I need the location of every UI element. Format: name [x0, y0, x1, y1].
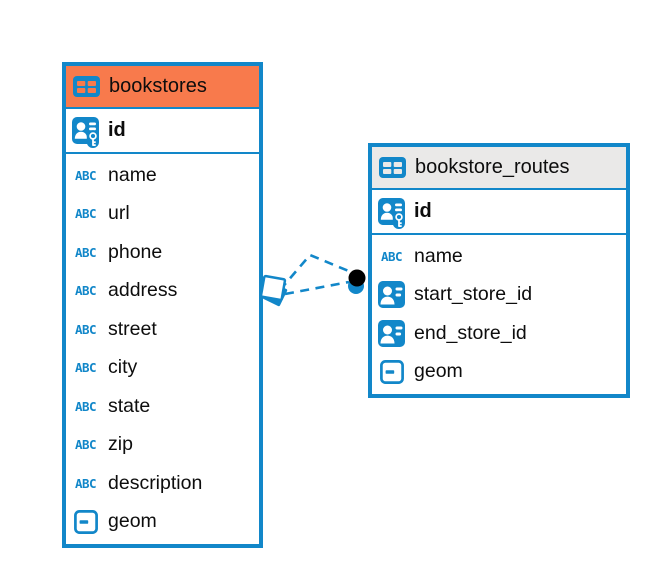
column-label: name: [414, 244, 463, 267]
column-label: name: [108, 163, 157, 186]
column-row-city[interactable]: ABC city: [72, 349, 259, 388]
geometry-type-icon: [72, 509, 99, 534]
relationship-line[interactable]: [279, 253, 352, 291]
table-node-bookstore_routes[interactable]: bookstore_routes id ABC name start_store…: [368, 143, 630, 398]
table-icon: [379, 157, 406, 178]
column-row-url[interactable]: ABC url: [72, 195, 259, 234]
column-label: zip: [108, 433, 133, 456]
table-header[interactable]: bookstore_routes: [372, 147, 626, 190]
column-label: state: [108, 394, 151, 417]
column-label: street: [108, 317, 157, 340]
text-type-icon: ABC: [74, 167, 97, 183]
column-row-geom[interactable]: geom: [378, 353, 626, 392]
column-row-name[interactable]: ABC name: [378, 237, 626, 276]
column-row-geom[interactable]: geom: [72, 503, 259, 542]
table-name: bookstore_routes: [415, 156, 570, 178]
table-node-bookstores[interactable]: bookstores id ABC name ABC url ABC phone…: [62, 62, 263, 548]
column-label: geom: [414, 360, 463, 383]
text-type-icon: ABC: [74, 360, 97, 376]
column-row-id[interactable]: id: [372, 190, 626, 235]
relationship-line[interactable]: [284, 280, 350, 296]
table-columns: ABC name ABC url ABC phone ABC address A…: [66, 154, 259, 544]
column-label: id: [414, 200, 432, 222]
text-type-icon: ABC: [74, 206, 97, 222]
column-row-name[interactable]: ABC name: [72, 156, 259, 195]
column-label: address: [108, 279, 178, 302]
column-label: phone: [108, 240, 163, 263]
column-row-phone[interactable]: ABC phone: [72, 233, 259, 272]
text-type-icon: ABC: [74, 475, 97, 491]
column-row-address[interactable]: ABC address: [72, 272, 259, 311]
column-label: url: [108, 202, 130, 225]
text-type-icon: ABC: [74, 437, 97, 453]
geometry-type-icon: [378, 359, 405, 384]
column-row-id[interactable]: id: [66, 109, 259, 154]
text-type-icon: ABC: [74, 321, 97, 337]
table-icon: [73, 76, 100, 97]
column-label: end_store_id: [414, 321, 527, 344]
primary-key-icon: [72, 117, 99, 148]
text-type-icon: ABC: [74, 244, 97, 260]
table-header[interactable]: bookstores: [66, 66, 259, 109]
column-label: id: [108, 119, 126, 141]
column-label: description: [108, 471, 203, 494]
column-row-zip[interactable]: ABC zip: [72, 426, 259, 465]
column-row-description[interactable]: ABC description: [72, 464, 259, 503]
relationship-source-marker[interactable]: [259, 274, 288, 307]
table-name: bookstores: [109, 75, 207, 97]
column-label: start_store_id: [414, 283, 533, 306]
column-label: city: [108, 356, 138, 379]
text-type-icon: ABC: [380, 248, 403, 264]
foreign-key-type-icon: [378, 281, 405, 309]
column-row-start_store_id[interactable]: start_store_id: [378, 276, 626, 315]
column-row-end_store_id[interactable]: end_store_id: [378, 314, 626, 353]
foreign-key-type-icon: [378, 319, 405, 347]
column-row-state[interactable]: ABC state: [72, 387, 259, 426]
column-row-street[interactable]: ABC street: [72, 310, 259, 349]
relationship-target-marker[interactable]: [348, 269, 366, 295]
primary-key-icon: [378, 198, 405, 229]
text-type-icon: ABC: [74, 398, 97, 414]
column-label: geom: [108, 510, 157, 533]
text-type-icon: ABC: [74, 283, 97, 299]
table-columns: ABC name start_store_id end_store_id geo…: [372, 235, 626, 394]
